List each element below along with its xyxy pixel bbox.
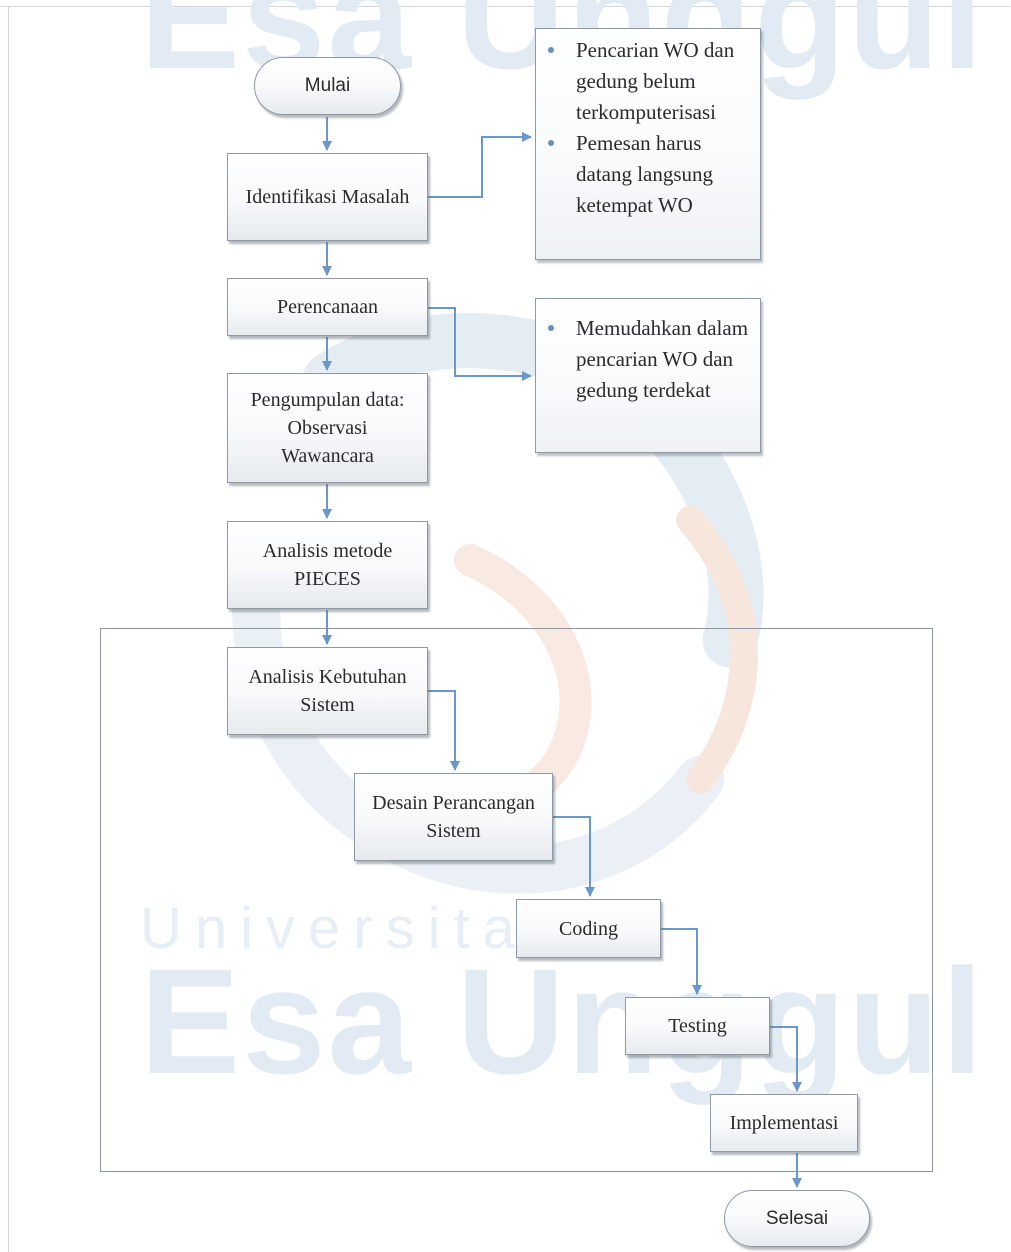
step-pengumpulan-data: Pengumpulan data: Observasi Wawancara — [227, 373, 428, 483]
step-implementasi-label: Implementasi — [729, 1112, 839, 1134]
step-desain-line1: Desain Perancangan — [372, 792, 535, 814]
note-plan-list: Memudahkan dalam pencarian WO dan gedung… — [535, 298, 761, 453]
note-plan-item: Memudahkan dalam pencarian WO dan gedung… — [544, 313, 752, 406]
step-coding: Coding — [516, 899, 661, 958]
step-analisis-pieces-line2: PIECES — [294, 568, 361, 590]
end-label: Selesai — [765, 1207, 829, 1229]
note-problem-item: Pencarian WO dan gedung belum terkompute… — [544, 35, 752, 128]
end-terminator: Selesai — [724, 1190, 870, 1247]
arrow-identifikasi-to-note — [428, 132, 532, 198]
step-testing-label: Testing — [668, 1015, 727, 1037]
note-problem-list: Pencarian WO dan gedung belum terkompute… — [535, 28, 761, 260]
page-left-border — [8, 6, 9, 1252]
step-analisis-kebutuhan-line2: Sistem — [300, 694, 355, 716]
step-analisis-pieces: Analisis metode PIECES — [227, 521, 428, 609]
step-desain-perancangan-sistem: Desain Perancangan Sistem — [354, 773, 553, 861]
step-analisis-pieces-line1: Analisis metode — [262, 540, 393, 562]
start-label: Mulai — [304, 75, 351, 96]
step-desain-line2: Sistem — [426, 820, 481, 842]
step-pengumpulan-line2: Observasi — [287, 417, 368, 439]
sdlc-stage-frame — [100, 628, 933, 1172]
arrow-perencanaan-to-note — [428, 307, 532, 381]
step-analisis-kebutuhan-line1: Analisis Kebutuhan — [248, 666, 407, 688]
page-top-border — [0, 6, 1010, 7]
step-implementasi: Implementasi — [710, 1094, 858, 1152]
step-pengumpulan-line1: Pengumpulan data: — [250, 389, 405, 411]
step-analisis-kebutuhan-sistem: Analisis Kebutuhan Sistem — [227, 647, 428, 735]
step-identifikasi-label: Identifikasi Masalah — [245, 186, 410, 208]
step-testing: Testing — [625, 997, 770, 1055]
step-perencanaan: Perencanaan — [227, 278, 428, 336]
step-identifikasi-masalah: Identifikasi Masalah — [227, 153, 428, 241]
start-terminator: Mulai — [254, 57, 401, 115]
step-coding-label: Coding — [559, 917, 618, 940]
step-perencanaan-label: Perencanaan — [276, 296, 379, 318]
note-problem-item: Pemesan harus datang langsung ketempat W… — [544, 128, 752, 221]
step-pengumpulan-line3: Wawancara — [281, 445, 374, 467]
